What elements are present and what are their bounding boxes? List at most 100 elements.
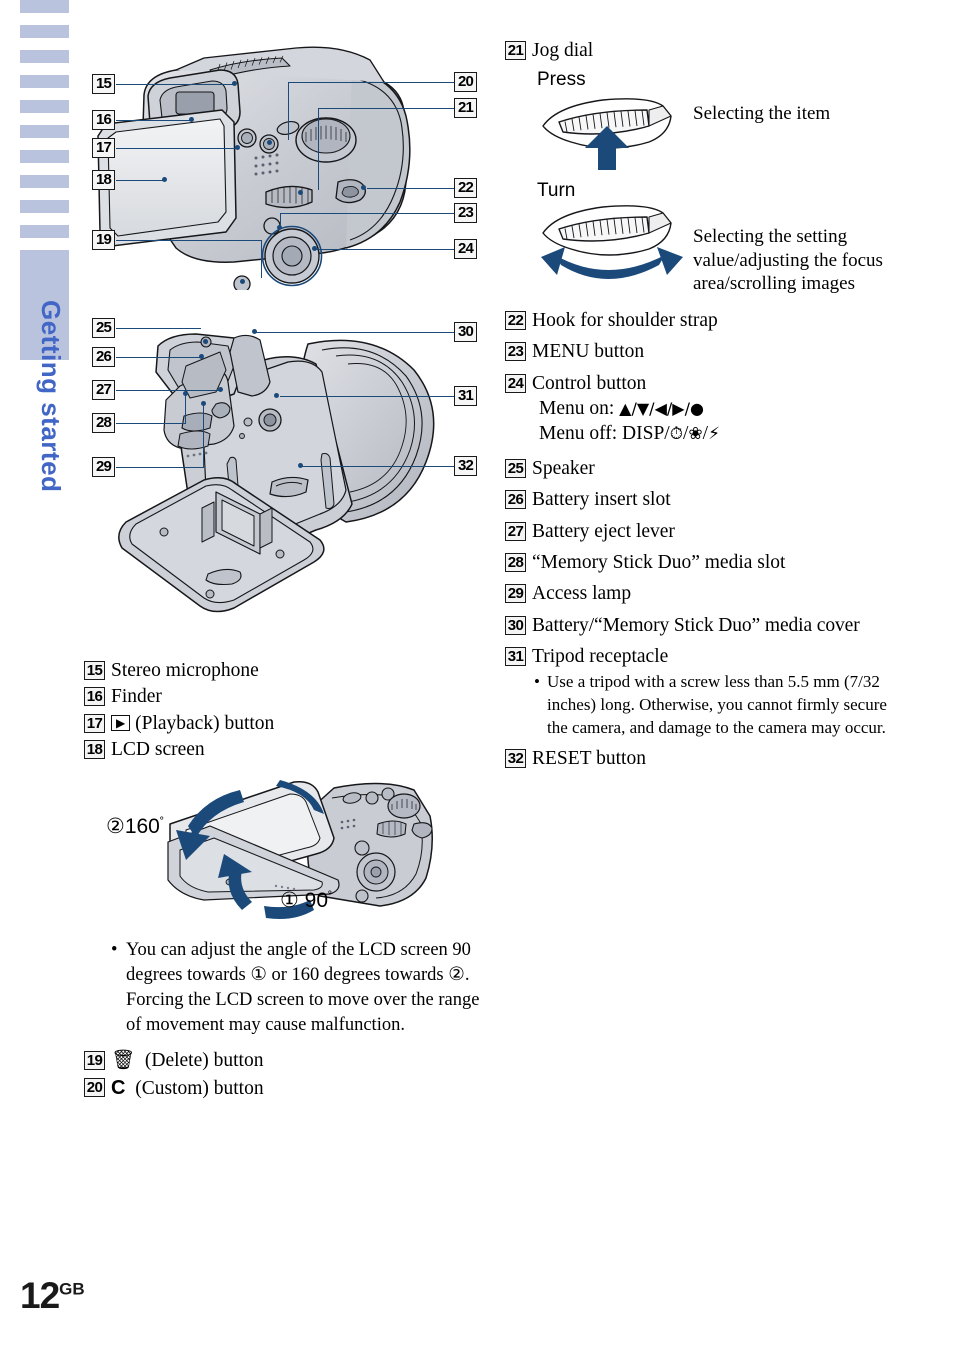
- chapter-tab-6[interactable]: [20, 125, 69, 138]
- leader-dot-30: [252, 329, 257, 334]
- leader-28-v: [185, 394, 187, 423]
- list-item-31: 31 Tripod receptacle: [505, 644, 905, 669]
- callout-number-19: 19: [84, 1051, 105, 1071]
- left-parts-list-lower: 19 🗑 (Delete) button 20 C (Custom) butto…: [84, 1048, 484, 1101]
- circled-1-icon: ①: [280, 889, 299, 913]
- callout-number-29: 29: [505, 584, 526, 604]
- callout-23: 23: [454, 203, 477, 223]
- list-item-22-label: Hook for shoulder strap: [532, 309, 718, 331]
- leader-26: [116, 357, 201, 359]
- camera-battery-illustration: [118, 333, 435, 613]
- leader-22: [367, 188, 454, 190]
- circled-2-icon: ②: [106, 815, 125, 839]
- list-item-15: 15 Stereo microphone: [84, 658, 484, 683]
- list-item-28-label: “Memory Stick Duo” media slot: [532, 551, 786, 573]
- callout-24: 24: [454, 239, 477, 259]
- leader-29-v: [203, 404, 205, 467]
- flash-icon: ⚡: [708, 423, 721, 444]
- jog-press-row: Selecting the item: [537, 92, 905, 171]
- chapter-tab-10[interactable]: [20, 225, 69, 238]
- callout-22: 22: [454, 178, 477, 198]
- leader-25: [116, 328, 201, 330]
- leader-dot-29: [201, 401, 206, 406]
- list-item-31-label: Tripod receptacle: [532, 645, 669, 667]
- callout-number-28: 28: [505, 552, 526, 572]
- control-button-menu-off-text: Menu off: DISP/: [539, 422, 670, 444]
- control-button-menu-on-text: Menu on:: [539, 398, 620, 420]
- leader-28: [116, 423, 186, 425]
- list-item-29-label: Access lamp: [532, 583, 632, 605]
- leader-19: [116, 240, 262, 242]
- page-number-value: 12: [20, 1275, 60, 1316]
- callout-number-26: 26: [505, 490, 526, 510]
- leader-dot-15: [232, 81, 237, 86]
- leader-dot-23: [277, 225, 282, 230]
- leader-31: [280, 396, 454, 398]
- list-item-26: 26 Battery insert slot: [505, 487, 905, 512]
- chapter-tab-strip: [20, 0, 69, 360]
- jog-turn-row: Selecting the setting value/adjusting th…: [537, 203, 905, 296]
- leader-17: [116, 148, 237, 150]
- leader-21: [318, 108, 454, 110]
- chapter-title-vertical: Getting started: [36, 300, 66, 493]
- leader-dot-32: [298, 463, 303, 468]
- list-item-23: 23 MENU button: [505, 339, 905, 364]
- list-item-19: 19 🗑 (Delete) button: [84, 1048, 484, 1073]
- list-item-18: 18 LCD screen: [84, 737, 484, 762]
- leader-dot-25: [203, 339, 208, 344]
- list-item-18-label: LCD screen: [111, 739, 205, 761]
- control-button-menu-off: Menu off: DISP/⏱/❀/⚡: [539, 422, 905, 447]
- chapter-tab-8[interactable]: [20, 175, 69, 188]
- chapter-tab-4[interactable]: [20, 75, 69, 88]
- list-item-19-text: (Delete) button: [144, 1050, 264, 1072]
- callout-number-31: 31: [505, 646, 526, 666]
- list-item-20-text: (Custom) button: [135, 1077, 264, 1099]
- list-item-22: 22 Hook for shoulder strap: [505, 308, 905, 333]
- chapter-tab-9[interactable]: [20, 200, 69, 213]
- leader-15: [116, 84, 234, 86]
- list-item-28: 28 “Memory Stick Duo” media slot: [505, 550, 905, 575]
- callout-25: 25: [92, 318, 115, 338]
- trash-icon: 🗑: [111, 1049, 136, 1072]
- callout-number-20: 20: [84, 1077, 105, 1097]
- lcd-angle-note: • You can adjust the angle of the LCD sc…: [111, 938, 484, 1038]
- chapter-tab-current-getting-started[interactable]: [20, 250, 69, 360]
- leader-18: [116, 180, 164, 182]
- tripod-note-text: Use a tripod with a screw less than 5.5 …: [547, 672, 887, 737]
- leader-32: [302, 466, 454, 468]
- arrow-up-icon: [585, 126, 629, 171]
- list-item-20-label: C (Custom) button: [111, 1075, 264, 1101]
- playback-icon: ▶: [111, 714, 131, 731]
- bullet-dot: •: [111, 940, 118, 961]
- leader-dot-26: [199, 354, 204, 359]
- callout-number-25: 25: [505, 458, 526, 478]
- chapter-tab-2[interactable]: [20, 25, 69, 38]
- list-item-23-label: MENU button: [532, 341, 645, 363]
- jog-dial-detail: Press: [537, 69, 905, 296]
- figure-camera-rear-view: 15 16 17 18 19 20 21 22 23 24: [84, 40, 484, 290]
- chapter-tab-7[interactable]: [20, 150, 69, 163]
- control-button-menu-on: Menu on: ▲/▼/◀/▶/●: [539, 397, 905, 422]
- leader-dot-28: [183, 391, 188, 396]
- leader-23-v: [280, 213, 282, 227]
- leader-27: [116, 390, 220, 392]
- jog-turn-description: Selecting the setting value/adjusting th…: [693, 226, 883, 295]
- callout-number-16: 16: [84, 687, 105, 707]
- lcd-angle-label-90: ① 90˚: [280, 889, 333, 913]
- chapter-tab-5[interactable]: [20, 100, 69, 113]
- left-parts-list-upper: 15 Stereo microphone 16 Finder 17 ▶ (Pla…: [84, 658, 484, 762]
- list-item-17-text: (Playback) button: [135, 712, 275, 734]
- callout-31: 31: [454, 386, 477, 406]
- leader-dot-21: [298, 190, 303, 195]
- list-item-25-label: Speaker: [532, 457, 595, 479]
- chapter-tab-1[interactable]: [20, 0, 69, 13]
- callout-29: 29: [92, 457, 115, 477]
- lcd-angle-label-160: ②160˚: [106, 815, 165, 839]
- chapter-tab-3[interactable]: [20, 50, 69, 63]
- list-item-15-label: Stereo microphone: [111, 660, 259, 681]
- leader-20: [288, 82, 454, 84]
- jog-dial-press-illustration: [537, 92, 687, 171]
- slash-2: /: [702, 422, 709, 444]
- list-item-32: 32 RESET button: [505, 746, 905, 771]
- lcd-tilt-illustration: [167, 780, 433, 920]
